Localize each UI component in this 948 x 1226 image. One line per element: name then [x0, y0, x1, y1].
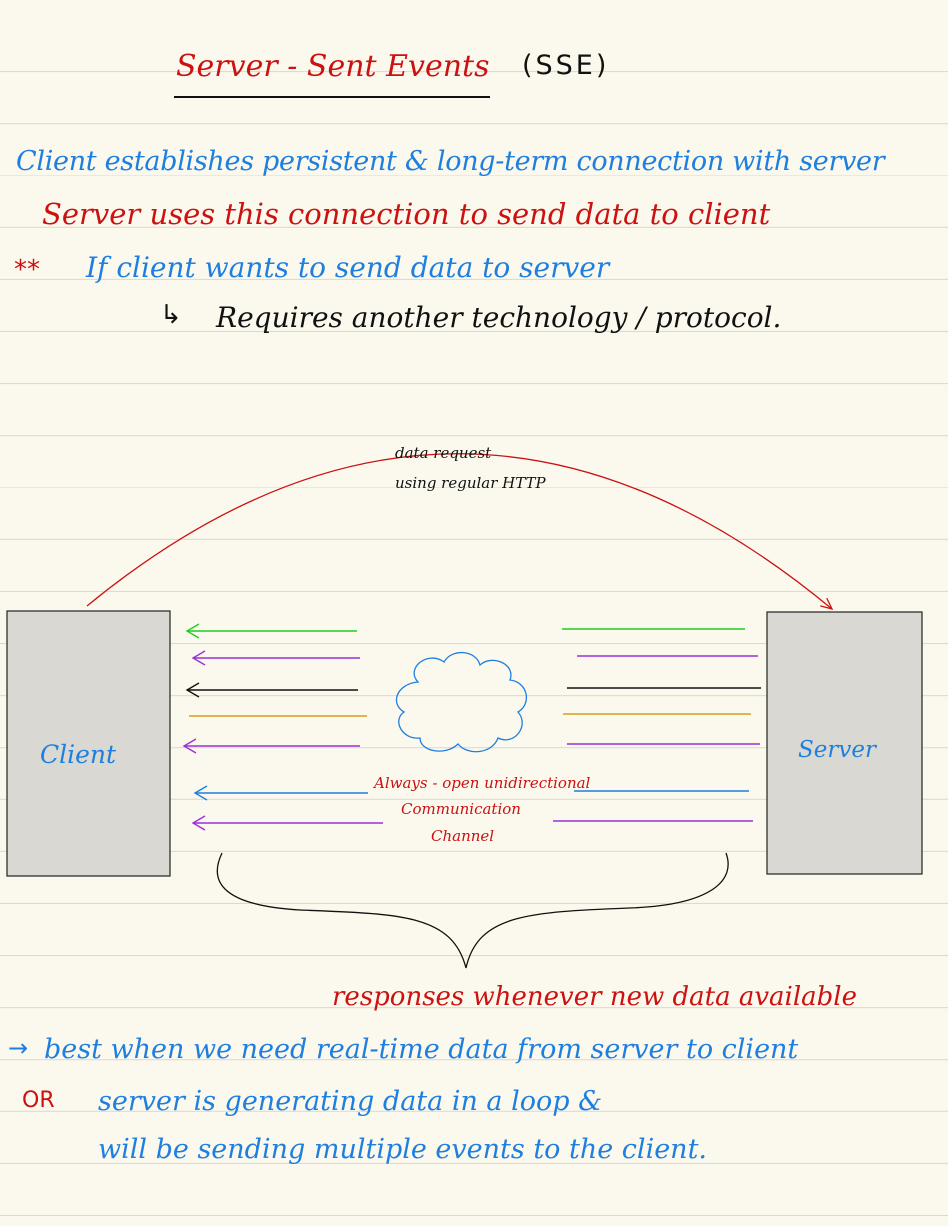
- bottom-line-1: best when we need real-time data from se…: [44, 1034, 799, 1065]
- client-arrowhead-3: [185, 682, 200, 698]
- request-label-1: data request: [395, 444, 492, 462]
- or-label: OR: [22, 1088, 55, 1113]
- response-brace: [216, 852, 729, 969]
- client-arrowhead-5: [182, 738, 197, 754]
- double-star-marker: **: [14, 255, 40, 285]
- network-cloud-icon: [395, 651, 528, 753]
- bottom-line-2: server is generating data in a loop &: [98, 1086, 603, 1117]
- request-arrow: [86, 453, 834, 611]
- server-box: [766, 611, 923, 875]
- client-box: [6, 610, 171, 877]
- channel-label-2: Communication: [401, 800, 521, 818]
- title-underline: [174, 96, 490, 98]
- response-lines-server-side: [553, 628, 761, 822]
- note-line-1: Client establishes persistent & long-ter…: [16, 146, 885, 177]
- title-abbreviation: (SSE): [522, 50, 610, 81]
- client-arrowhead-2: [191, 650, 206, 666]
- request-label-2: using regular HTTP: [395, 474, 547, 492]
- server-label: Server: [798, 737, 878, 763]
- bottom-arrow-icon: →: [8, 1034, 29, 1062]
- client-label: Client: [40, 740, 117, 769]
- client-arrowhead-7: [191, 815, 206, 831]
- note-line-2: Server uses this connection to send data…: [42, 197, 771, 231]
- channel-label-3: Channel: [431, 827, 494, 845]
- return-arrow-icon: ↳: [160, 300, 182, 330]
- channel-label-1: Always - open unidirectional: [372, 774, 591, 792]
- responses-label: responses whenever new data available: [332, 982, 858, 1012]
- bottom-line-3: will be sending multiple events to the c…: [98, 1134, 708, 1165]
- page-title: Server - Sent Events: [176, 49, 490, 84]
- client-arrowhead-1: [185, 623, 200, 639]
- response-arrows-client-side: [182, 623, 383, 831]
- client-arrowhead-6: [193, 785, 208, 801]
- note-line-4: Requires another technology / protocol.: [216, 301, 782, 334]
- note-line-3: If client wants to send data to server: [86, 251, 610, 284]
